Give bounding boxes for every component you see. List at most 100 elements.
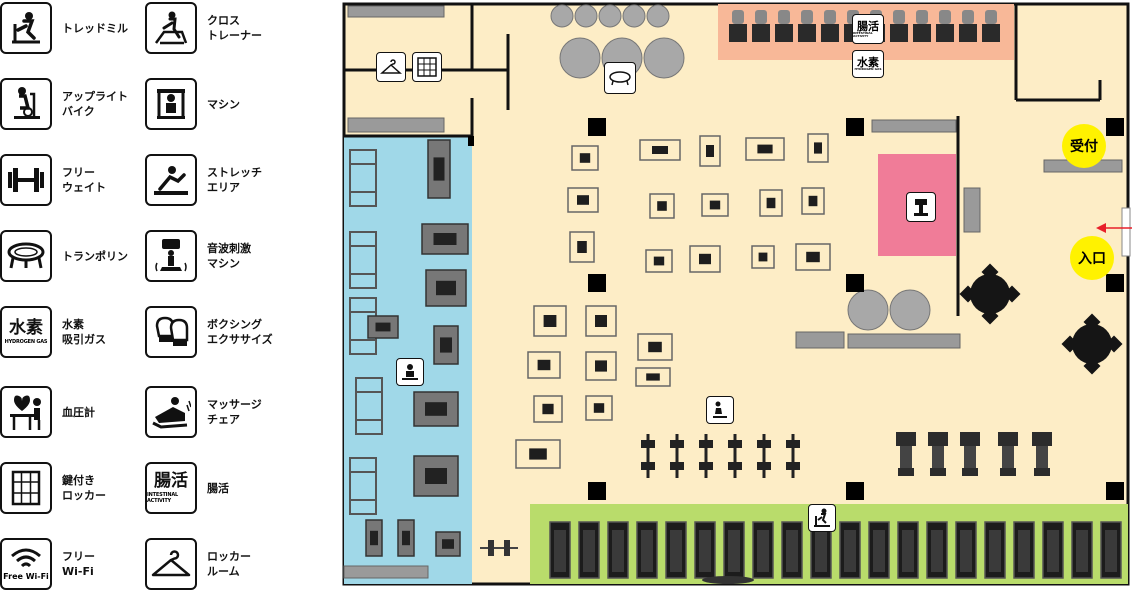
legend-label-wifi: フリー Wi-Fi	[62, 550, 95, 578]
treadmill	[728, 530, 740, 572]
legend: トレッドミル クロス トレーナーアップライト バイクマシンフリー ウェイトストレッ…	[0, 0, 300, 596]
treadmill	[1105, 530, 1117, 572]
boxing-glove-icon	[145, 306, 197, 358]
chair	[959, 24, 977, 42]
hanger-icon	[380, 59, 402, 74]
strength-machine	[533, 305, 567, 337]
weight-machine	[425, 402, 447, 416]
wifi-icon-subtext: Free Wi-Fi	[3, 571, 49, 581]
treadmill	[1018, 530, 1030, 572]
upright-bike	[728, 462, 742, 470]
strength-machine	[533, 395, 563, 423]
chair	[752, 24, 770, 42]
legend-item-locker: 鍵付き ロッカー	[0, 462, 150, 518]
legend-item-blood-pressure: 血圧計	[0, 386, 150, 442]
chair	[775, 24, 793, 42]
strength-machine	[529, 448, 547, 460]
treadmill	[1076, 530, 1088, 572]
hanger-icon	[145, 538, 197, 590]
treadmill	[902, 530, 914, 572]
strength-machine	[806, 251, 820, 263]
upright-bike	[641, 440, 655, 448]
vibration-machine	[962, 468, 978, 476]
treadmill-icon	[0, 2, 52, 54]
reception-marker: 受付	[1062, 124, 1106, 168]
weight-machine	[436, 280, 456, 296]
strength-machine	[567, 187, 599, 213]
strength-machine	[577, 195, 589, 205]
chair	[916, 10, 928, 24]
treadmill	[815, 530, 827, 572]
strength-machine	[593, 403, 605, 413]
wifi-icon: Free Wi-Fi	[0, 538, 52, 590]
strength-machine	[801, 187, 825, 215]
upright-bike	[757, 462, 771, 470]
chair	[801, 10, 813, 24]
weight-machine	[370, 530, 378, 546]
strength-machine	[814, 142, 822, 154]
weight-machine	[425, 468, 447, 484]
legend-item-stretch-area: ストレッチ エリア	[145, 154, 295, 210]
strength-machine	[595, 315, 607, 327]
vibration-machine	[898, 468, 914, 476]
strength-machine	[585, 395, 613, 421]
chair	[893, 10, 905, 24]
legend-item-machine: マシン	[145, 78, 295, 134]
legend-label-hydrogen: 水素 吸引ガス	[62, 318, 106, 346]
strength-machine	[766, 197, 776, 209]
strength-machine	[648, 341, 662, 353]
treadmill	[989, 530, 1001, 572]
upright-bike-badge	[706, 396, 734, 424]
treadmill	[670, 530, 682, 572]
legend-label-locker: 鍵付き ロッカー	[62, 474, 106, 502]
legend-label-trampoline: トランポリン	[62, 249, 128, 263]
vibration-machine	[960, 432, 980, 446]
chair	[890, 24, 908, 42]
treadmill	[612, 530, 624, 572]
vibration-machine	[896, 432, 916, 446]
legend-item-cross-trainer: クロス トレーナー	[145, 2, 295, 58]
locker-badge	[412, 52, 442, 82]
legend-label-upright-bike: アップライト バイク	[62, 90, 128, 118]
strength-machine	[808, 195, 818, 207]
legend-label-boxing: ボクシング エクササイズ	[207, 318, 273, 346]
intestinal-badge-text: 腸活	[857, 19, 879, 33]
vibration-machine	[930, 468, 946, 476]
vibration-machine	[1002, 446, 1014, 468]
legend-label-treadmill: トレッドミル	[62, 21, 128, 35]
upright-bike	[699, 462, 713, 470]
weight-machine	[440, 337, 452, 353]
strength-machine	[595, 360, 607, 372]
strength-machine	[649, 193, 675, 219]
treadmill	[757, 530, 769, 572]
weight-machine	[402, 530, 410, 546]
blood-pressure-icon	[0, 386, 52, 438]
massage-chair-icon	[145, 386, 197, 438]
hydrogen-icon-text: 水素	[9, 317, 43, 338]
treadmill	[583, 530, 595, 572]
legend-item-wifi: Free Wi-Fi フリー Wi-Fi	[0, 538, 150, 594]
strength-machine	[645, 249, 673, 273]
legend-label-intestinal: 腸活	[207, 481, 229, 495]
strength-machine	[699, 253, 711, 265]
legend-item-treadmill: トレッドミル	[0, 2, 150, 58]
strength-machine	[751, 245, 775, 269]
strength-machine	[807, 133, 829, 163]
upright-bike	[641, 462, 655, 470]
strength-machine	[652, 146, 668, 154]
treadmill-base	[702, 576, 754, 584]
treadmill	[844, 530, 856, 572]
upright-bike	[670, 462, 684, 470]
weight-machine	[433, 233, 457, 245]
legend-item-free-weight: フリー ウェイト	[0, 154, 150, 210]
strength-machine	[699, 135, 721, 167]
upright-bike-icon	[0, 78, 52, 130]
treadmill-badge	[808, 504, 836, 532]
legend-label-blood-pressure: 血圧計	[62, 405, 95, 419]
rack	[349, 231, 377, 289]
weight-machine	[375, 322, 391, 332]
strength-machine	[795, 243, 831, 271]
chair	[821, 24, 839, 42]
